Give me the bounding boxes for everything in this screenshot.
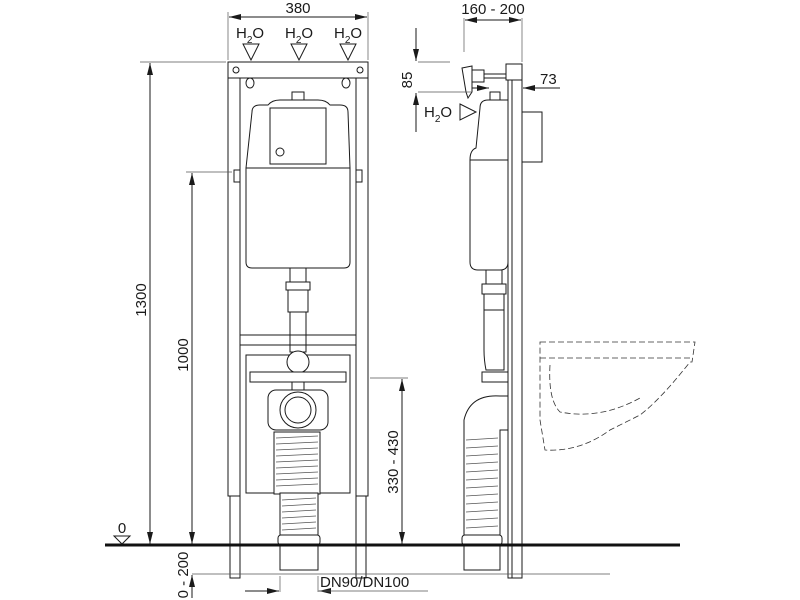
dim-drain-pipe: DN90/DN100 xyxy=(320,574,409,591)
svg-text:H2O: H2O xyxy=(424,104,452,125)
dim-inlet-depth: 73 xyxy=(540,71,557,88)
corrugated-pipe xyxy=(273,431,321,495)
side-upright xyxy=(507,79,523,579)
side-view xyxy=(461,63,696,579)
water-inlet-1: H2O xyxy=(236,25,264,62)
svg-text:H2O: H2O xyxy=(236,25,264,46)
side-drain-bend xyxy=(463,395,509,536)
flush-plate-opening xyxy=(269,107,327,165)
water-inlet-2: H2O xyxy=(285,25,313,62)
dim-total-height: 1300 xyxy=(133,283,150,316)
dim-depth-range: 160 - 200 xyxy=(461,1,524,18)
inlet-valve xyxy=(505,63,523,81)
dim-inlet-offset: 85 xyxy=(399,72,416,89)
actuator-box xyxy=(521,111,543,163)
right-upright xyxy=(355,77,369,497)
water-inlet-side: H2O xyxy=(424,103,478,125)
front-view xyxy=(227,61,369,579)
water-inlet-markers: H2O H2O H2O H2O xyxy=(236,25,478,125)
dim-floor-level: 0 xyxy=(118,520,126,537)
svg-text:H2O: H2O xyxy=(334,25,362,46)
left-upright xyxy=(227,77,241,497)
top-bar xyxy=(227,61,369,79)
dim-drain-height: 330 - 430 xyxy=(385,430,402,493)
side-cistern xyxy=(469,99,509,271)
wc-bowl-outline xyxy=(539,341,696,451)
dim-support-height: 1000 xyxy=(175,338,192,371)
dim-floor-adjust: 0 - 200 xyxy=(175,552,192,599)
dim-frame-width: 380 xyxy=(285,0,310,17)
svg-text:H2O: H2O xyxy=(285,25,313,46)
water-inlet-3: H2O xyxy=(334,25,362,62)
dimensions: 380 160 - 200 1300 1000 330 - 430 85 73 … xyxy=(112,0,560,599)
